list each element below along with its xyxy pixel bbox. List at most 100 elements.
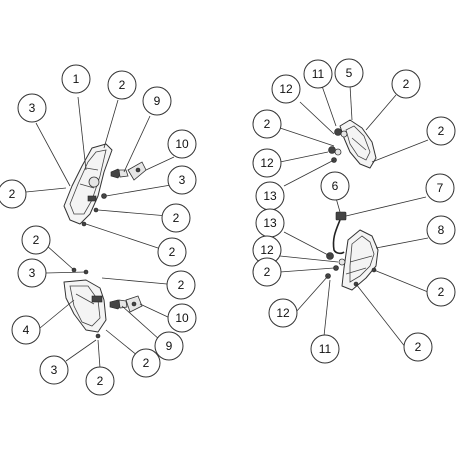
leader-13b (283, 231, 331, 257)
svg-text:2: 2 (173, 211, 180, 225)
right-lower-lamp (341, 229, 379, 291)
leader-2a (103, 99, 119, 149)
leader-9a (123, 115, 151, 173)
svg-text:13: 13 (263, 189, 277, 203)
callout-2: 2 (0, 179, 27, 209)
callout-10: 10 (167, 303, 197, 333)
svg-text:12: 12 (279, 82, 293, 96)
callout-11: 11 (310, 334, 340, 364)
svg-text:3: 3 (51, 363, 58, 377)
svg-text:12: 12 (260, 156, 274, 170)
leader-2e (45, 244, 75, 271)
leader-2b (25, 187, 67, 193)
front-left-bulb (110, 168, 129, 179)
callout-3: 3 (167, 165, 197, 195)
leader-10b (139, 303, 171, 319)
svg-text:1: 1 (73, 72, 80, 86)
leader-3d (65, 339, 97, 362)
svg-text:2: 2 (415, 340, 422, 354)
svg-text:8: 8 (438, 223, 445, 237)
callout-2: 2 (426, 277, 456, 307)
svg-text:9: 9 (154, 94, 161, 108)
callout-2: 2 (161, 203, 191, 233)
leader-2k (371, 139, 429, 163)
svg-text:2: 2 (169, 245, 176, 259)
leader-3b (105, 184, 172, 197)
callout-12: 12 (252, 148, 282, 178)
right-upper-lamp (339, 119, 377, 169)
leader-2g (105, 329, 139, 357)
callout-12: 12 (271, 74, 301, 104)
leader-3c (45, 271, 87, 274)
callout-2: 2 (391, 69, 421, 99)
leader-2l (279, 267, 335, 273)
leader-12a (299, 101, 335, 135)
callout-2: 2 (252, 257, 282, 287)
callout-2: 2 (157, 237, 187, 267)
callout-2: 2 (21, 225, 51, 255)
svg-text:11: 11 (312, 67, 325, 81)
leader-2i (365, 94, 397, 131)
leader-2d (85, 223, 159, 249)
svg-text:2: 2 (403, 77, 410, 91)
svg-text:12: 12 (260, 243, 274, 257)
callout-13: 13 (255, 208, 285, 238)
callout-9: 9 (154, 331, 184, 361)
svg-text:11: 11 (319, 342, 332, 356)
callout-1: 1 (61, 64, 91, 94)
leader-10a (145, 156, 175, 171)
svg-text:2: 2 (178, 278, 185, 292)
right-lower-wiring (332, 211, 347, 255)
rear-left-lamp (63, 279, 107, 333)
callout-12: 12 (252, 235, 282, 265)
callout-10: 10 (167, 129, 197, 159)
leader-2n (355, 283, 407, 349)
svg-text:2: 2 (264, 117, 271, 131)
callout-5: 5 (334, 58, 364, 88)
callout-3: 3 (17, 258, 47, 288)
callout-9: 9 (142, 86, 172, 116)
svg-text:2: 2 (33, 233, 40, 247)
leader-7 (345, 196, 427, 217)
leader-11b (323, 279, 331, 337)
callout-4: 4 (11, 315, 41, 345)
front-left-headlight (63, 143, 113, 225)
leader-2m (373, 269, 429, 293)
svg-text:10: 10 (175, 311, 189, 325)
callout-11: 11 (303, 59, 333, 89)
rear-left-bulb (109, 299, 128, 310)
callout-13: 13 (255, 181, 285, 211)
svg-text:5: 5 (346, 66, 353, 80)
svg-text:2: 2 (97, 374, 104, 388)
svg-text:2: 2 (438, 124, 445, 138)
leader-2c (97, 209, 169, 217)
callout-2: 2 (85, 366, 115, 396)
callouts: 1 2 9 3 10 2 3 2 2 2 3 2 4 10 9 2 3 2 11… (0, 58, 456, 396)
svg-text:3: 3 (29, 266, 36, 280)
leader-2h (97, 339, 101, 369)
leader-lines (25, 84, 429, 369)
leader-13a (283, 159, 335, 187)
callout-12: 12 (268, 298, 298, 328)
leader-3a (35, 122, 71, 187)
svg-text:7: 7 (437, 181, 444, 195)
svg-text:3: 3 (29, 101, 36, 115)
leader-5 (349, 84, 353, 121)
callout-6: 6 (320, 171, 350, 201)
svg-text:2: 2 (438, 285, 445, 299)
svg-text:2: 2 (119, 78, 126, 92)
svg-text:2: 2 (143, 356, 150, 370)
callout-7: 7 (425, 173, 455, 203)
svg-text:10: 10 (175, 137, 189, 151)
leader-12c (279, 255, 339, 263)
callout-2: 2 (403, 332, 433, 362)
svg-text:12: 12 (276, 306, 290, 320)
callout-3: 3 (17, 93, 47, 123)
svg-text:9: 9 (166, 339, 173, 353)
callout-2: 2 (166, 270, 196, 300)
callout-3: 3 (39, 355, 69, 385)
leader-1 (77, 96, 87, 171)
callout-2: 2 (107, 70, 137, 100)
svg-text:4: 4 (23, 323, 30, 337)
